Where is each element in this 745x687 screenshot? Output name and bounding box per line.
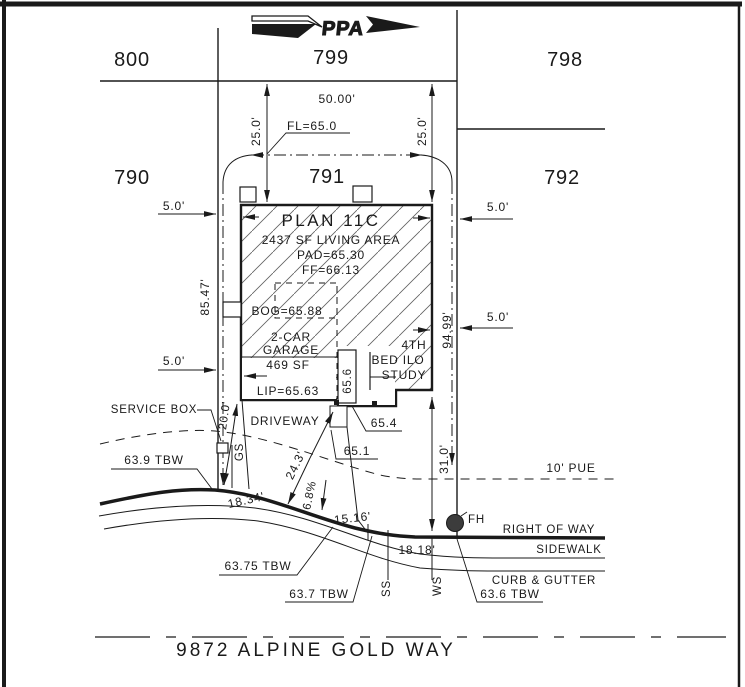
lot-number-798: 798 bbox=[547, 49, 583, 71]
pad-elevation: PAD=65.30 bbox=[297, 248, 365, 262]
tbw-callouts: 63.9 TBW 63.75 TBW 63.7 TBW 63.6 TBW bbox=[111, 453, 543, 603]
flow-line: FL=65.0 bbox=[220, 119, 455, 485]
tbw-639-leader bbox=[111, 468, 213, 490]
pue-label: 10' PUE bbox=[546, 461, 595, 475]
ppa-north-arrow-logo: PPA bbox=[251, 15, 420, 41]
spot-marker-right bbox=[372, 401, 377, 406]
right-of-way-label: RIGHT OF WAY bbox=[503, 524, 595, 536]
house-labels: PLAN 11C 2437 SF LIVING AREA PAD=65.30 F… bbox=[252, 211, 427, 398]
pue-dashed-line bbox=[99, 429, 618, 480]
lot-number-791: 791 bbox=[309, 166, 345, 188]
porch-spot-elev: 65.6 bbox=[342, 368, 354, 394]
spot-elev-654: 65.4 bbox=[371, 416, 398, 430]
garage-label-1: 2-CAR bbox=[271, 330, 311, 344]
lip-elevation: LIP=65.63 bbox=[257, 384, 319, 398]
flow-line-hook-left bbox=[222, 154, 253, 183]
utilities: SERVICE BOX GS SS WS FH bbox=[111, 404, 485, 597]
service-box-symbol bbox=[216, 442, 229, 454]
left-depth-dim: 85.47' bbox=[198, 278, 212, 315]
driveway-label: DRIVEWAY bbox=[250, 414, 319, 428]
tbw-6375-label: 63.75 TBW bbox=[224, 559, 291, 573]
setback-left-upper: 5.0' bbox=[163, 199, 185, 213]
driveway-diagonal-dim: 24.3' bbox=[283, 449, 309, 482]
rear-dimensions: 50.00' 25.0' 25.0' bbox=[249, 84, 435, 202]
bed-label-1: 4TH bbox=[401, 338, 426, 352]
driveway-slope: 6.8% bbox=[301, 480, 319, 511]
tbw-636-label: 63.6 TBW bbox=[480, 587, 540, 601]
pue-line-group: 10' PUE bbox=[99, 429, 618, 480]
fire-hydrant-symbol bbox=[446, 514, 464, 532]
flow-line-hook-right bbox=[420, 154, 453, 183]
rear-pad-left bbox=[239, 186, 257, 203]
setback-left-lower: 5.0' bbox=[163, 354, 185, 368]
tbw-639-label: 63.9 TBW bbox=[124, 453, 184, 467]
bed-label-2: BED ILO bbox=[372, 353, 425, 367]
sewer-label: SS bbox=[381, 580, 393, 597]
tbw-637-label: 63.7 TBW bbox=[289, 587, 349, 601]
living-area: 2437 SF LIVING AREA bbox=[262, 233, 401, 247]
lot-number-799: 799 bbox=[313, 47, 349, 69]
lot-numbers: 800 799 798 790 791 792 bbox=[114, 47, 583, 189]
flow-line-elev-label: FL=65.0 bbox=[287, 119, 337, 133]
setback-right-upper: 5.0' bbox=[487, 200, 509, 214]
fire-hydrant-label: FH bbox=[468, 514, 485, 526]
side-pad-left bbox=[222, 301, 242, 318]
lot-number-800: 800 bbox=[114, 49, 150, 71]
house-footprint bbox=[222, 185, 434, 428]
rear-width-dim: 50.00' bbox=[318, 92, 355, 106]
garage-area: 469 SF bbox=[266, 358, 310, 372]
tbw-6375-leader bbox=[219, 526, 334, 576]
curb-gutter-label: CURB & GUTTER bbox=[492, 575, 596, 587]
bed-label-3: STUDY bbox=[382, 368, 427, 382]
spot-651-leader bbox=[330, 429, 378, 460]
spot-elev-651: 65.1 bbox=[344, 444, 371, 458]
logo-arrowhead bbox=[366, 16, 420, 33]
back-of-walk-line bbox=[99, 487, 606, 540]
curb-line bbox=[103, 517, 605, 572]
tbw-637-leader bbox=[285, 535, 373, 603]
right-depth-dim: 94.99' bbox=[440, 311, 454, 348]
rear-pad-right bbox=[352, 185, 373, 203]
water-label: WS bbox=[432, 576, 444, 596]
lot-lines bbox=[100, 10, 605, 538]
rear-setback-left-dim: 25.0' bbox=[249, 116, 263, 146]
street-section: RIGHT OF WAY SIDEWALK CURB & GUTTER 18.3… bbox=[98, 487, 606, 587]
logo-banner-solid bbox=[252, 24, 316, 38]
front-setback-text: 31.0' bbox=[437, 444, 451, 474]
sidewalk-label: SIDEWALK bbox=[536, 544, 601, 556]
driveway-edge-left bbox=[241, 399, 250, 490]
side-setback-dims: 5.0' 5.0' 5.0' 5.0' 85.47' 94.99' bbox=[158, 199, 513, 379]
spot-654-leader bbox=[351, 405, 402, 432]
driveway-length-dim: 20.0' bbox=[217, 401, 233, 431]
rear-setback-right-dim: 25.0' bbox=[415, 116, 429, 146]
plan-name: PLAN 11C bbox=[281, 211, 380, 230]
logo-text: PPA bbox=[321, 18, 365, 40]
front-setback-dim: 31.0' bbox=[429, 397, 451, 531]
entry-steps bbox=[329, 405, 348, 428]
bog-dashed-box bbox=[274, 282, 338, 319]
porch-column bbox=[337, 349, 357, 404]
garage-front-area bbox=[242, 358, 336, 399]
gas-label: GS bbox=[234, 443, 246, 461]
walk-seg-3-dim: 18.18' bbox=[398, 543, 435, 557]
service-box-leader bbox=[197, 409, 222, 442]
fire-hydrant-tick bbox=[460, 511, 468, 517]
service-box-label: SERVICE BOX bbox=[111, 404, 198, 416]
lot-number-792: 792 bbox=[544, 167, 580, 189]
lot-number-790: 790 bbox=[114, 167, 150, 189]
sidewalk-line bbox=[98, 504, 605, 559]
spot-marker-left bbox=[334, 400, 339, 405]
street-address: 9872 ALPINE GOLD WAY bbox=[176, 640, 456, 661]
ff-elevation: FF=66.13 bbox=[302, 263, 360, 277]
bog-elevation: BOG=65.88 bbox=[252, 304, 323, 318]
street-name-group: 9872 ALPINE GOLD WAY bbox=[95, 636, 726, 661]
garage-label-2: GARAGE bbox=[263, 343, 319, 357]
flow-line-leader bbox=[266, 132, 350, 155]
walk-seg-2-dim: 15.16' bbox=[333, 509, 371, 527]
tbw-636-leader bbox=[456, 538, 543, 603]
setback-right-lower: 5.0' bbox=[487, 310, 509, 324]
